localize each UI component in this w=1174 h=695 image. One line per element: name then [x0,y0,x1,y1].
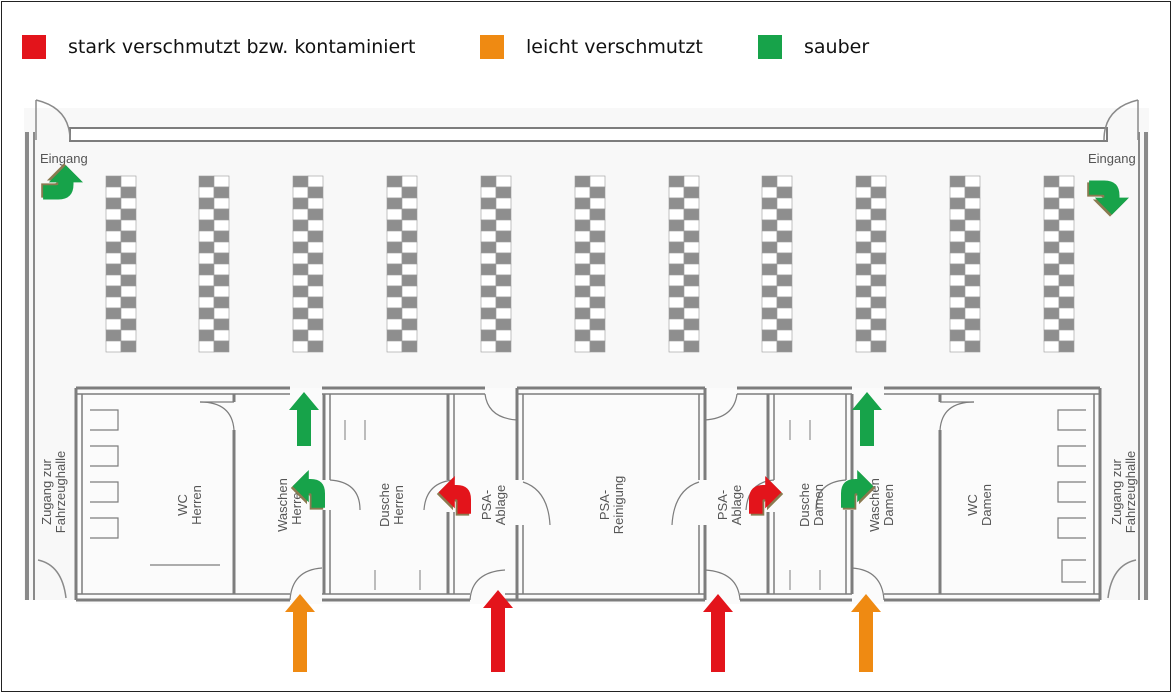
locker-row [386,175,418,353]
access-left-label: Zugang zurFahrzeughalle [39,451,68,533]
legend-swatch-dirty [22,35,46,59]
locker-row [105,175,137,353]
access-right-label: Zugang zurFahrzeughalle [1109,451,1138,533]
locker-row [292,175,324,353]
room-label-dusche-herren: DuscheHerren [377,483,406,527]
locker-row [855,175,887,353]
locker-row [668,175,700,353]
in-waschen-damen-arrow [851,594,881,672]
entrance-right-label: Eingang [1088,151,1136,166]
in-psa-ablage-rechts-arrow [703,594,733,672]
legend-swatch-light [480,35,504,59]
waschen-herren-turn-arrow [290,470,325,510]
entrance-left-label: Eingang [40,151,88,166]
room-label-psa-ablage-rechts: PSA-Ablage [715,485,744,525]
access-right-door [1107,559,1137,599]
wc-stalls-damen [1057,409,1086,583]
access-left-door [37,559,67,599]
room-label-wc-damen: WCDamen [965,484,994,526]
room-label-psa-reinigung: PSA-Reinigung [597,476,626,535]
in-waschen-herren-arrow [285,594,315,672]
room-label-psa-ablage-links: PSA-Ablage [479,485,508,525]
legend-label-clean: sauber [804,36,870,58]
entrance-left-door [35,99,71,141]
entrance-right-door [1103,99,1139,141]
waschen-herren-out-arrow [289,392,319,446]
locker-area [105,175,1075,353]
legend-label-dirty: stark verschmutzt bzw. kontaminiert [68,36,416,58]
legend-item-clean: sauber [758,34,869,60]
psa-ablage-links-turn-arrow [436,476,471,516]
room-label-dusche-damen: DuscheDamen [797,483,826,527]
locker-row [949,175,981,353]
shower-fixtures [344,420,821,590]
locker-row [1043,175,1075,353]
psa-ablage-rechts-turn-arrow [749,476,784,516]
room-block [74,386,1102,604]
locker-row [198,175,230,353]
legend-swatch-clean [758,35,782,59]
top-wall [69,127,1108,142]
locker-row [761,175,793,353]
entrance-right-arrow [1087,180,1130,217]
legend-label-light: leicht verschmutzt [526,36,703,58]
waschen-damen-out-arrow [852,392,882,446]
locker-row [574,175,606,353]
legend-item-dirty: stark verschmutzt bzw. kontaminiert [22,34,416,60]
entrance-left-arrow [41,163,84,200]
in-psa-ablage-links-arrow [483,590,513,672]
wc-stalls-herren [90,409,220,566]
locker-row [480,175,512,353]
room-label-wc-herren: WCHerren [175,485,204,525]
waschen-damen-turn-arrow [841,470,876,510]
legend-item-light: leicht verschmutzt [480,34,703,60]
room-label-waschen-herren: WaschenHerren [275,478,304,532]
flow-arrows [41,163,1130,672]
